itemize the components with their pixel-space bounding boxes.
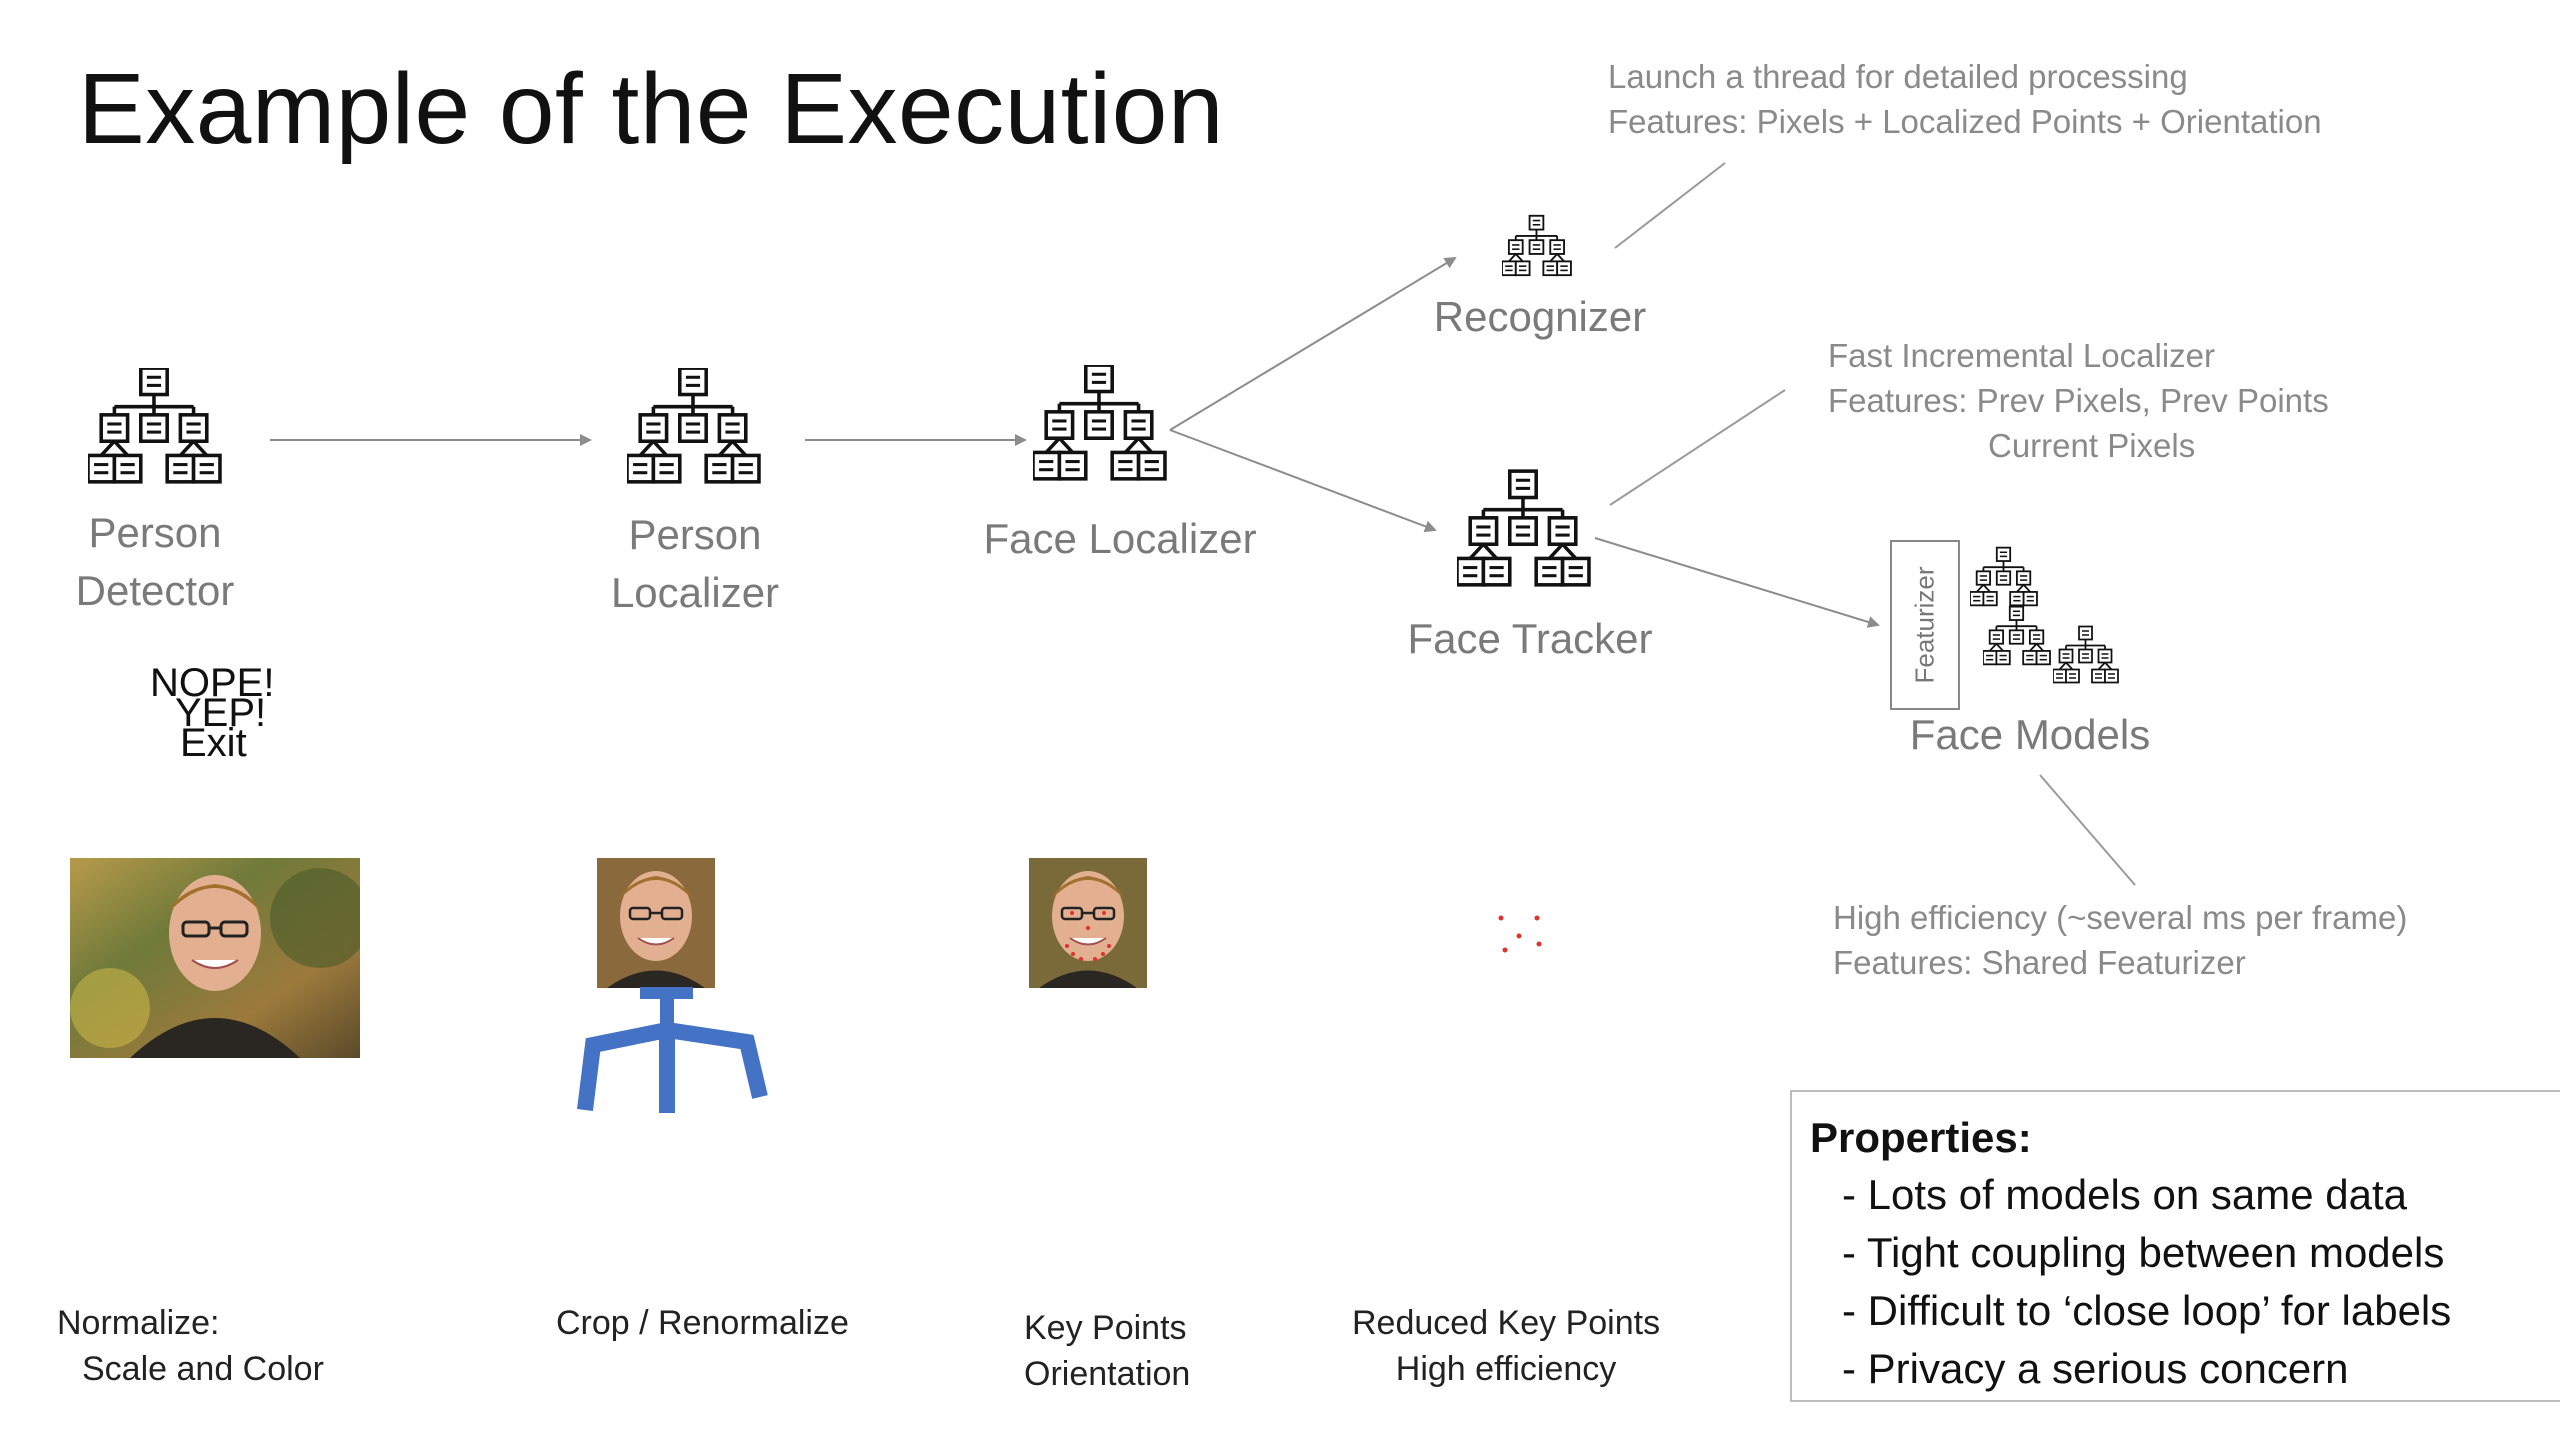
decision-text: NOPE! YEP! Exit (150, 661, 275, 765)
person-localizer-label-line2: Localizer (610, 569, 780, 616)
note-leader-models (2039, 774, 2136, 886)
reduced-caption-line2: High efficiency (1395, 1350, 1617, 1388)
recognizer-label: Recognizer (1433, 293, 1647, 340)
tracker-note-line1: Fast Incremental Localizer (1828, 337, 2215, 374)
person-detector-model-icon (88, 368, 222, 484)
reduced-caption: Reduced Key Points High efficiency (1352, 1300, 1660, 1392)
slide-title: Example of the Execution (78, 53, 1224, 165)
arrow-face-localizer-to-recognizer (1169, 256, 1457, 431)
recognizer-model-icon (1502, 214, 1572, 277)
person-detector-label: Person Detector (30, 504, 280, 620)
face-model-icon-3 (2053, 625, 2119, 684)
full-person-photo (70, 858, 360, 1058)
recognizer-note: Launch a thread for detailed processing … (1608, 54, 2322, 144)
face-models-label: Face Models (1909, 711, 2151, 758)
person-localizer-label-line1: Person (628, 511, 762, 558)
featurizer-box: Featurizer (1890, 540, 1960, 710)
properties-item: - Privacy a serious concern (1842, 1345, 2349, 1392)
keypoints-caption-line1: Key Points (1024, 1309, 1187, 1347)
cropped-person-photo (597, 858, 715, 988)
tracker-note: Fast Incremental Localizer Features: Pre… (1828, 333, 2329, 468)
properties-title: Properties: (1810, 1114, 2032, 1161)
properties-item: - Tight coupling between models (1842, 1229, 2445, 1276)
face-model-icon-2 (1983, 605, 2051, 666)
models-note-line2: Features: Shared Featurizer (1833, 944, 2246, 981)
keypoints-caption: Key Points Orientation (1024, 1305, 1190, 1397)
face-localizer-model-icon (1033, 365, 1167, 481)
normalize-caption-line2: Scale and Color (82, 1350, 324, 1388)
face-tracker-model-icon (1457, 469, 1591, 587)
reduced-caption-line1: Reduced Key Points (1352, 1304, 1661, 1342)
note-leader-recognizer (1614, 162, 1726, 249)
decision-yep: YEP! (175, 691, 267, 735)
normalize-caption-line1: Normalize: (57, 1304, 220, 1342)
properties-item: - Difficult to ‘close loop’ for labels (1842, 1287, 2452, 1334)
person-localizer-model-icon (627, 368, 761, 484)
tracker-note-line2: Features: Prev Pixels, Prev Points (1828, 382, 2329, 419)
tracker-note-line3: Current Pixels (1988, 427, 2196, 464)
pose-skeleton-icon (577, 987, 768, 1113)
reduced-keypoints-icon (1498, 915, 1542, 953)
face-keypoints-photo (1029, 858, 1147, 988)
properties-box: Properties: - Lots of models on same dat… (1790, 1090, 2560, 1402)
person-detector-label-line2: Detector (75, 567, 235, 614)
decision-nope: NOPE! (150, 661, 275, 705)
face-localizer-label: Face Localizer (983, 515, 1257, 562)
note-leader-tracker (1609, 389, 1786, 506)
recognizer-note-line1: Launch a thread for detailed processing (1608, 58, 2188, 95)
keypoints-caption-line2: Orientation (1024, 1355, 1191, 1393)
arrow-face-localizer-to-tracker (1169, 429, 1437, 533)
person-detector-label-line1: Person (88, 509, 222, 556)
crop-caption: Crop / Renormalize (556, 1304, 849, 1342)
models-note: High efficiency (~several ms per frame) … (1833, 895, 2407, 985)
person-localizer-label: Person Localizer (570, 506, 820, 622)
decision-exit: Exit (180, 721, 247, 765)
recognizer-note-line2: Features: Pixels + Localized Points + Or… (1608, 103, 2322, 140)
arrow-tracker-to-models (1594, 537, 1880, 628)
models-note-line1: High efficiency (~several ms per frame) (1833, 899, 2408, 936)
properties-item: - Lots of models on same data (1842, 1171, 2407, 1218)
normalize-caption: Normalize: Scale and Color (57, 1300, 324, 1392)
featurizer-label: Featurizer (1909, 566, 1940, 684)
face-tracker-label: Face Tracker (1407, 615, 1653, 662)
